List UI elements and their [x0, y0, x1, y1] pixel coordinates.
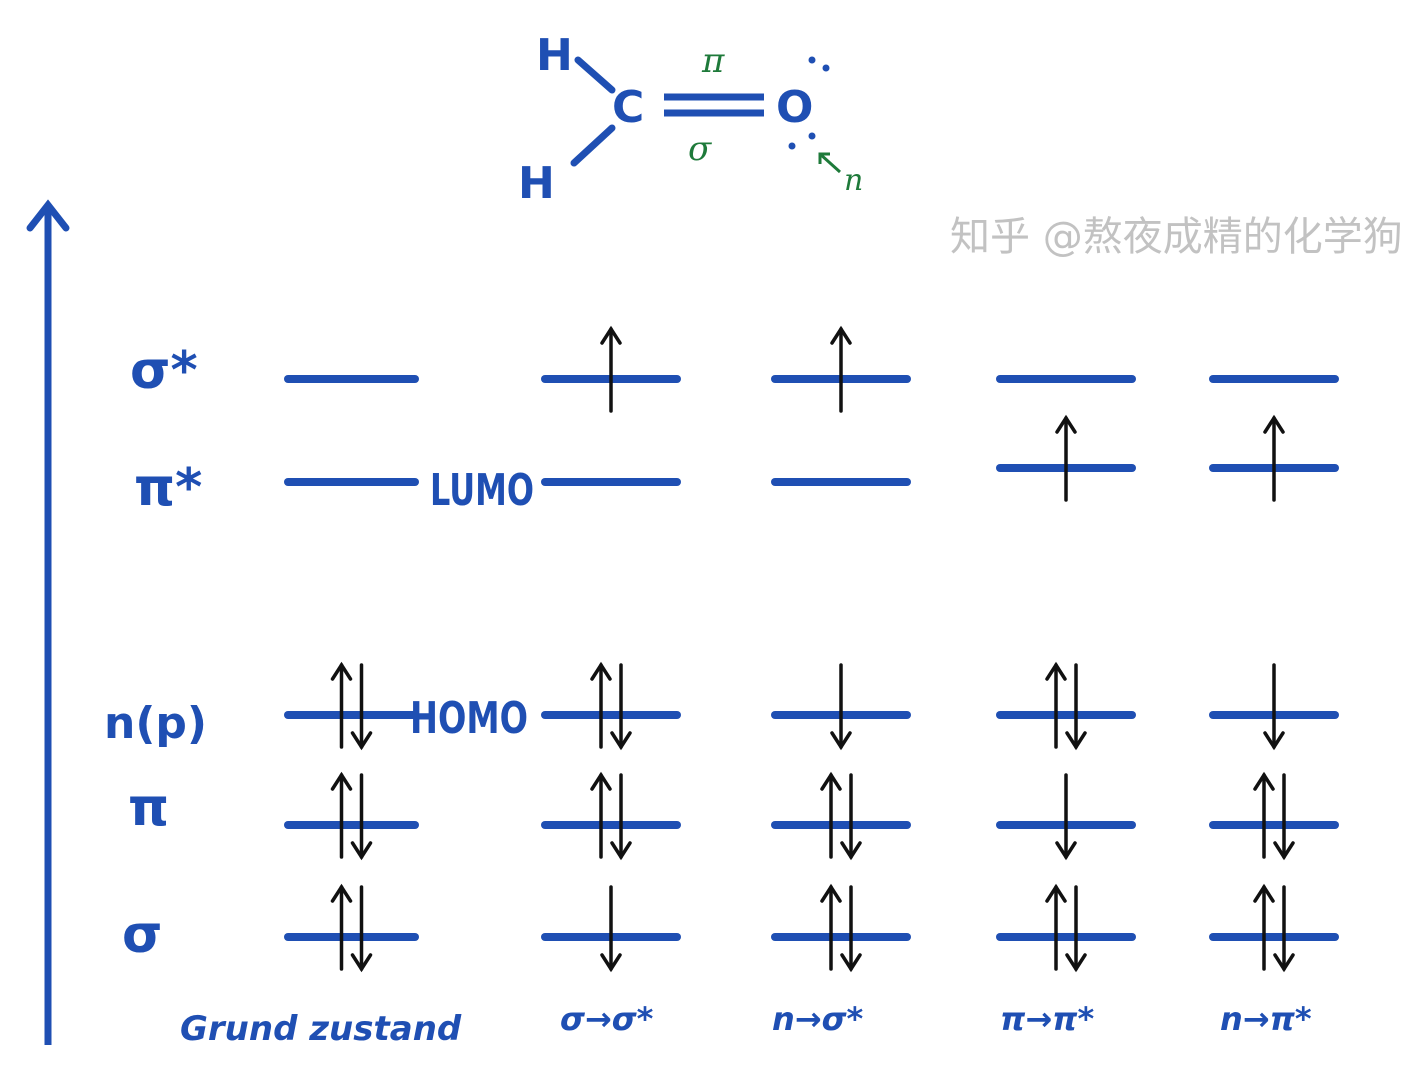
spin-up-arrow-icon: [330, 883, 353, 903]
arrow-head-icon: [818, 152, 830, 164]
orbital-levels: [284, 325, 1339, 973]
spin-down-arrow-icon: [610, 841, 632, 861]
column-label-n-sigma-star: n→σ*: [772, 1000, 864, 1038]
spin-down-arrow-icon: [600, 953, 622, 973]
spin-down-arrow-icon: [1273, 841, 1295, 861]
spin-down-arrow-icon: [610, 731, 632, 751]
spin-up-arrow-icon: [1263, 414, 1285, 434]
lone-pair-dot: [788, 142, 796, 150]
spin-down-arrow-icon: [350, 953, 373, 973]
spin-down-arrow-icon: [1273, 953, 1295, 973]
column-label-ground-state: Grund zustand: [180, 1009, 462, 1049]
lumo-label: LUMO: [430, 465, 534, 516]
spin-up-arrow-icon: [1253, 883, 1275, 903]
level-label-sigma-star: σ*: [130, 341, 198, 401]
spin-up-arrow-icon: [1253, 771, 1275, 791]
spin-up-arrow-icon: [1055, 414, 1077, 434]
lone-pair-dot: [808, 132, 816, 140]
column-label-n-pi-star: n→π*: [1220, 1000, 1312, 1038]
level-label-pi-star: π*: [134, 458, 202, 518]
atom-h-top: H: [536, 30, 573, 81]
atom-o: O: [776, 82, 813, 133]
watermark: 知乎 @熬夜成精的化学狗: [950, 214, 1402, 260]
spin-up-arrow-icon: [590, 661, 612, 681]
lone-pair-label: n: [844, 163, 863, 198]
spin-down-arrow-icon: [840, 953, 862, 973]
spin-down-arrow-icon: [1055, 841, 1077, 861]
spin-down-arrow-icon: [840, 841, 862, 861]
spin-down-arrow-icon: [350, 841, 373, 861]
level-label-sigma: σ: [122, 905, 163, 965]
spin-up-arrow-icon: [820, 883, 842, 903]
spin-up-arrow-icon: [830, 325, 852, 345]
sigma-bond-label: σ: [688, 129, 712, 169]
spin-up-arrow-icon: [330, 771, 353, 791]
formaldehyde-structure: H H C O π σ n: [518, 30, 863, 209]
level-label-pi: π: [128, 778, 169, 838]
spin-up-arrow-icon: [590, 771, 612, 791]
atom-h-bottom: H: [518, 158, 555, 209]
lone-pair-pointer-arrow: [818, 152, 842, 174]
column-label-sigma-sigma-star: σ→σ*: [560, 1000, 654, 1038]
spin-down-arrow-icon: [1263, 731, 1285, 751]
spin-down-arrow-icon: [350, 731, 373, 751]
lone-pair-dot: [808, 56, 816, 64]
homo-label: HOMO: [410, 693, 528, 744]
spin-up-arrow-icon: [600, 325, 622, 345]
spin-up-arrow-icon: [330, 661, 353, 681]
level-label-n: n(p): [104, 698, 207, 749]
spin-down-arrow-icon: [1065, 731, 1087, 751]
lone-pair-dot: [822, 64, 830, 72]
bond-c-h-top: [574, 56, 616, 94]
atom-c: C: [612, 82, 644, 133]
spin-down-arrow-icon: [830, 731, 852, 751]
bond-c-h-bottom: [570, 124, 616, 167]
spin-up-arrow-icon: [1045, 661, 1067, 681]
column-label-pi-pi-star: π→π*: [1000, 1000, 1094, 1038]
spin-down-arrow-icon: [1065, 953, 1087, 973]
pi-bond-label: π: [701, 41, 725, 81]
energy-axis-arrow-icon: [26, 199, 70, 232]
spin-up-arrow-icon: [820, 771, 842, 791]
spin-up-arrow-icon: [1045, 883, 1067, 903]
